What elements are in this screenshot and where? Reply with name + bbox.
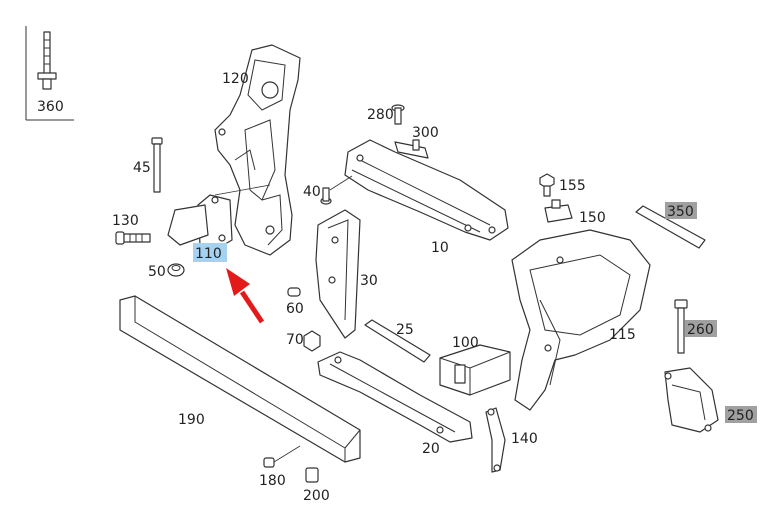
part-280-screw — [391, 104, 405, 125]
label-120[interactable]: 120 — [222, 71, 249, 87]
part-350-tag — [665, 202, 697, 219]
part-200-spacer — [305, 467, 319, 483]
label-45[interactable]: 45 — [133, 160, 151, 176]
part-45-bolt — [151, 137, 163, 193]
label-100[interactable]: 100 — [452, 335, 479, 351]
label-40[interactable]: 40 — [303, 184, 321, 200]
label-20[interactable]: 20 — [422, 441, 440, 457]
label-180[interactable]: 180 — [259, 473, 286, 489]
part-50-nut — [167, 263, 185, 277]
label-250[interactable]: 250 — [727, 408, 754, 424]
label-140[interactable]: 140 — [511, 431, 538, 447]
label-190[interactable]: 190 — [178, 412, 205, 428]
part-130-bolt — [115, 231, 151, 245]
label-130[interactable]: 130 — [112, 213, 139, 229]
label-25[interactable]: 25 — [396, 322, 414, 338]
part-40-screw — [320, 175, 353, 205]
label-350[interactable]: 350 — [667, 204, 694, 220]
part-10-upper-crossmember — [344, 139, 509, 241]
part-100-mount — [439, 344, 511, 396]
part-250-bracket — [664, 367, 719, 433]
label-30[interactable]: 30 — [360, 273, 378, 289]
label-50[interactable]: 50 — [148, 264, 166, 280]
part-25-rod — [364, 319, 431, 363]
label-360[interactable]: 360 — [37, 99, 64, 115]
part-155-screw — [539, 173, 555, 197]
part-360-inset — [25, 26, 74, 121]
part-110-bracket — [167, 184, 271, 251]
label-60[interactable]: 60 — [286, 301, 304, 317]
part-260-tag — [685, 320, 717, 337]
part-190-bumper-beam — [119, 295, 361, 463]
part-70-nut — [303, 330, 321, 352]
part-180-bolt — [263, 445, 301, 468]
part-110-highlight — [193, 243, 227, 262]
label-10[interactable]: 10 — [431, 240, 449, 256]
label-115[interactable]: 115 — [609, 327, 636, 343]
part-250-tag — [725, 406, 757, 423]
label-200[interactable]: 200 — [303, 488, 330, 504]
label-150[interactable]: 150 — [579, 210, 606, 226]
part-300-clip — [394, 139, 429, 159]
label-280[interactable]: 280 — [367, 107, 394, 123]
part-20-lower-crossmember — [317, 351, 473, 443]
red-pointer-arrow — [226, 268, 265, 324]
label-70[interactable]: 70 — [286, 332, 304, 348]
part-350-rod — [635, 205, 706, 249]
label-300[interactable]: 300 — [412, 125, 439, 141]
label-260[interactable]: 260 — [687, 322, 714, 338]
part-30-vertical-bracket — [315, 209, 361, 339]
label-110[interactable]: 110 — [195, 246, 222, 262]
part-260-bolt — [674, 299, 688, 354]
part-150-clip — [544, 199, 573, 223]
label-155[interactable]: 155 — [559, 178, 586, 194]
part-115-right-frame — [511, 229, 651, 411]
part-60-pin — [287, 287, 301, 297]
part-140-strut — [485, 407, 506, 473]
